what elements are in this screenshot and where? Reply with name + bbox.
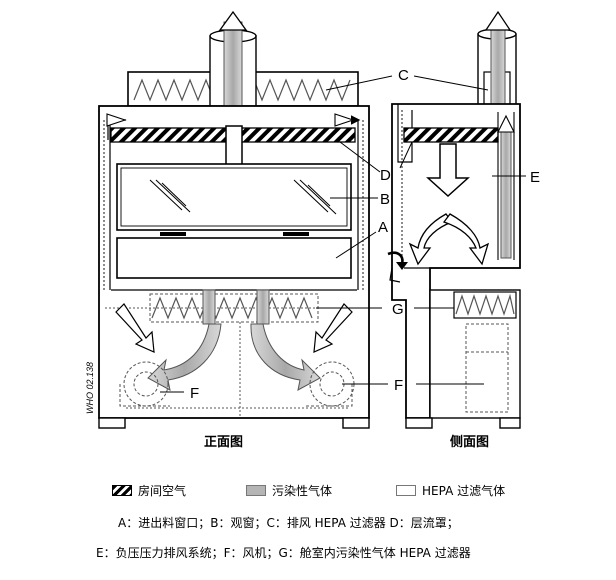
note-line-1: A：进出料窗口；B：观窗；C：排风 HEPA 过滤器 D：层流罩；	[118, 516, 459, 530]
contaminated-air-swatch	[246, 485, 266, 496]
side-supply-filter-hatched	[403, 127, 499, 143]
label-b: B	[380, 191, 390, 208]
legend-hepa-air-label: HEPA 过滤气体	[422, 484, 506, 498]
front-work-opening	[116, 237, 352, 279]
note-line-2: E：负压压力排风系统；F：风机；G：舱室内污染性气体 HEPA 过滤器	[96, 546, 471, 560]
front-fan-left	[119, 361, 170, 407]
legend-contaminated-air-label: 污染性气体	[272, 484, 333, 498]
label-d: D	[380, 167, 391, 184]
side-exhaust-arrow	[484, 10, 512, 105]
biosafety-cabinet-diagram: C D B A G E F F WHO 02.138 正面图 侧面图	[85, 10, 540, 450]
hepa-air-swatch	[396, 485, 416, 496]
front-view	[98, 10, 370, 429]
caption-front-view: 正面图	[204, 435, 243, 450]
label-g: G	[392, 301, 404, 318]
front-contaminated-curve-left	[147, 323, 222, 391]
front-view-window	[116, 163, 352, 231]
front-contaminated-curve-right	[250, 323, 321, 391]
legend-hepa-air: HEPA 过滤气体	[396, 482, 505, 499]
side-view	[387, 10, 521, 429]
credit-who: WHO 02.138	[85, 362, 95, 414]
label-c: C	[398, 67, 409, 84]
window-reflection-lines	[149, 179, 337, 215]
caption-side-view: 侧面图	[450, 434, 489, 450]
callout-lines	[160, 75, 526, 393]
legend-contaminated-air: 污染性气体	[246, 482, 332, 499]
legend-room-air-label: 房间空气	[138, 484, 187, 498]
room-air-swatch	[112, 485, 132, 496]
side-g-filter	[453, 291, 517, 319]
label-f-side: F	[394, 377, 403, 394]
label-e: E	[530, 169, 540, 186]
front-exhaust-arrow	[218, 10, 248, 107]
legend-room-air: 房间空气	[112, 482, 186, 499]
label-a: A	[378, 219, 388, 236]
label-f-front: F	[190, 385, 199, 402]
